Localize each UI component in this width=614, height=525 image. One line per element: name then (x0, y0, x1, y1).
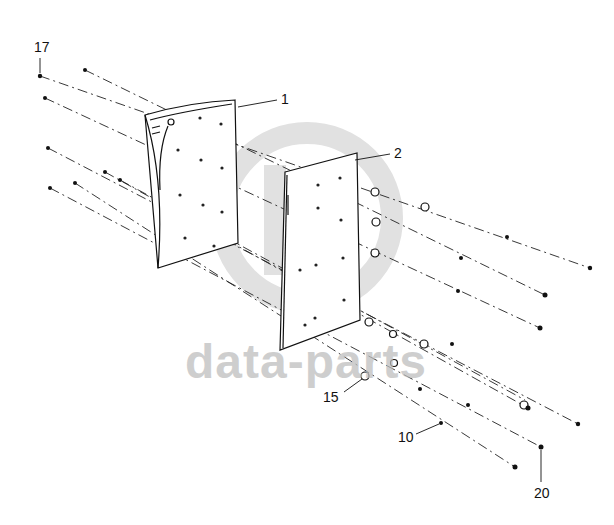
callout-number: 10 (397, 430, 415, 444)
leader-lines (40, 58, 541, 482)
fasteners (38, 68, 592, 470)
callout-number: 1 (280, 92, 290, 106)
callout-number: 20 (533, 486, 551, 500)
center-lines (40, 70, 590, 467)
panel-1 (145, 100, 238, 268)
callout-number: 15 (322, 390, 340, 404)
callout-number: 2 (393, 146, 403, 160)
panel-2 (280, 153, 360, 350)
callout-number: 17 (33, 40, 51, 54)
watermark-text: data-parts (185, 338, 427, 386)
